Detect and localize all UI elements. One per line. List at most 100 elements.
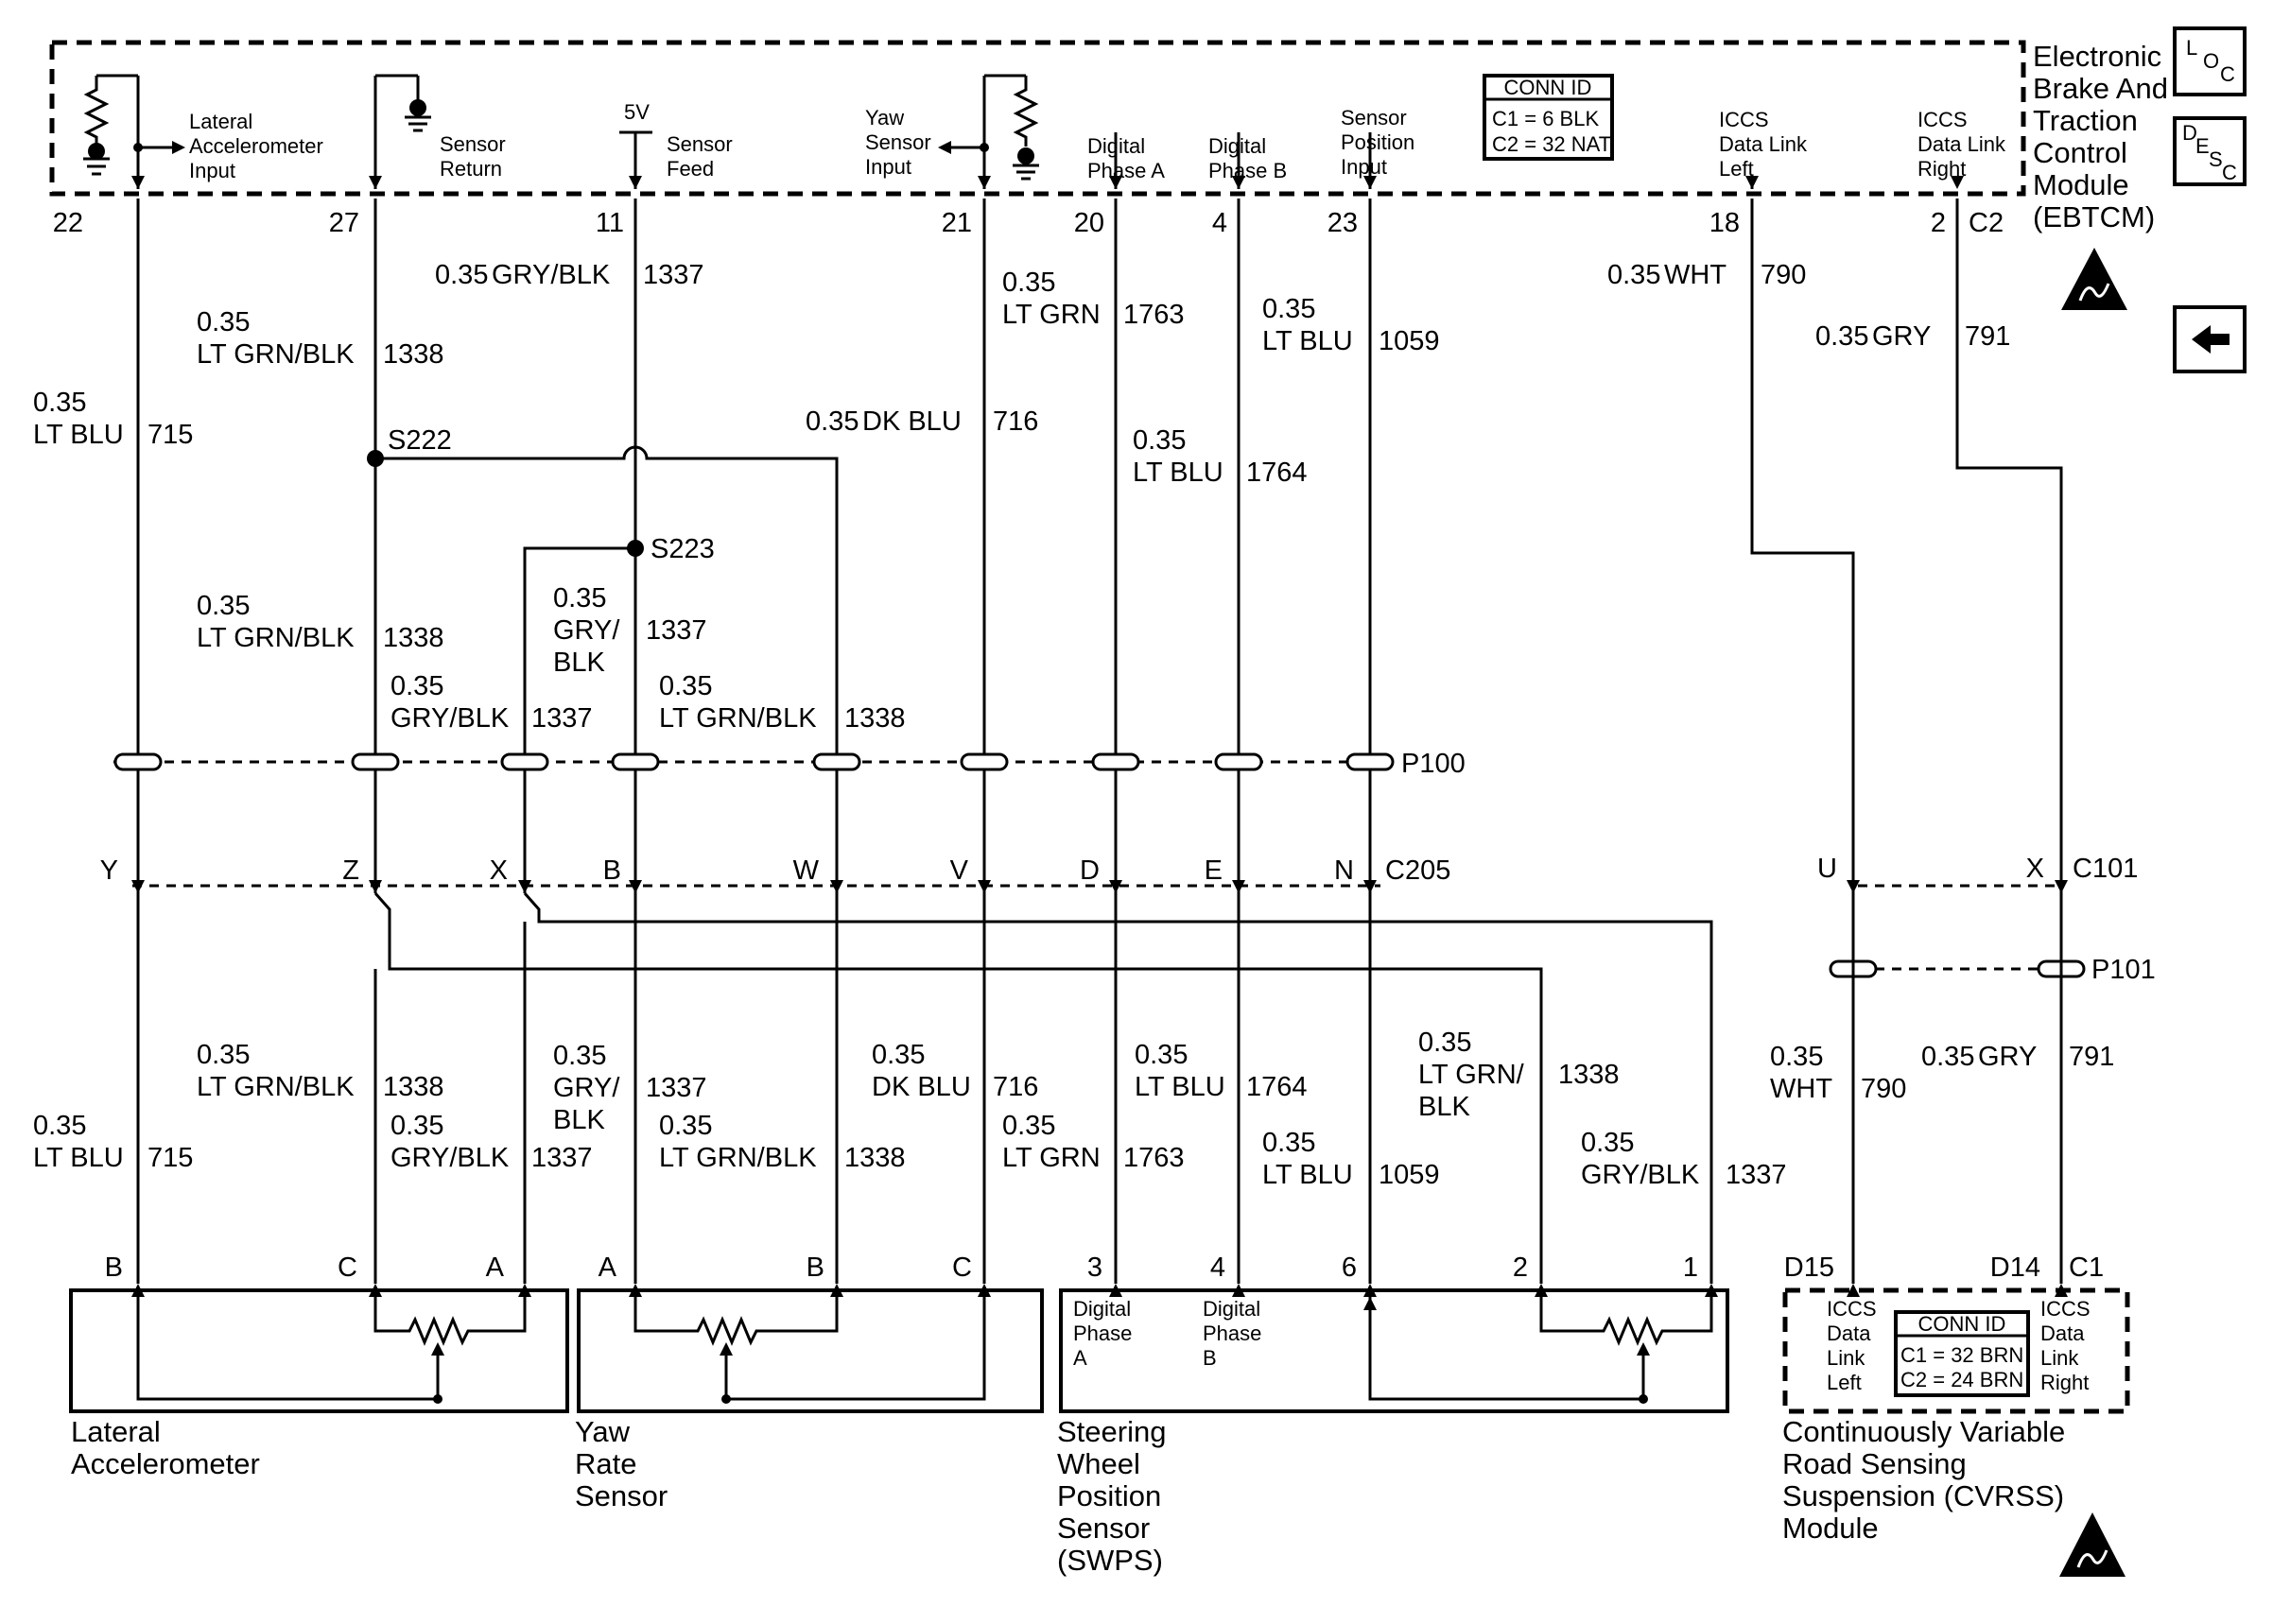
wire-gauge: 0.35 — [435, 260, 488, 290]
input-label: Phase B — [1208, 159, 1287, 182]
wire-gauge: 0.35 — [1921, 1042, 1974, 1072]
component-pin: 4 — [1210, 1253, 1225, 1283]
yaw-rate-sensor: A B C Yaw Rate Sensor — [575, 1253, 1044, 1512]
wire-circuit: 791 — [1965, 321, 2010, 352]
input-label: Sensor — [667, 132, 733, 156]
component-name: Sensor — [1057, 1512, 1150, 1545]
wire-gauge: 0.35 — [1418, 1028, 1471, 1058]
wire-color: GRY/BLK — [390, 1143, 510, 1173]
cvrss-inner-label: Right — [2040, 1371, 2089, 1394]
splice-label: S223 — [651, 534, 715, 564]
ebtcm-name-line: (EBTCM) — [2033, 200, 2155, 233]
component-pin: C — [338, 1253, 357, 1283]
wire-color: LT GRN/BLK — [659, 1143, 817, 1173]
component-pin: A — [599, 1253, 617, 1283]
component-pin: 3 — [1087, 1253, 1102, 1283]
input-label: Input — [1341, 155, 1387, 179]
wire-gauge: 0.35 — [1133, 425, 1186, 456]
cvrss-inner-label: Link — [1827, 1346, 1865, 1370]
input-label: Sensor — [1341, 106, 1407, 130]
desc-letter: D — [2182, 121, 2197, 145]
sensor-return-ground-symbol — [369, 74, 431, 189]
input-label: Input — [189, 159, 235, 182]
input-label: Return — [440, 157, 502, 181]
component-pin: C — [952, 1253, 972, 1283]
wire-circuit: 716 — [993, 1072, 1038, 1102]
wire-circuit: 1338 — [383, 1072, 444, 1102]
swps-inner-label: B — [1203, 1346, 1217, 1370]
wire-color: BLK — [1418, 1092, 1470, 1122]
component-name: Position — [1057, 1479, 1161, 1512]
wire-circuit: 715 — [147, 420, 193, 450]
wire-color: LT GRN/BLK — [197, 623, 355, 653]
wire-color: LT GRN/BLK — [197, 339, 355, 370]
wire-gauge: 0.35 — [806, 406, 859, 437]
component-pin: A — [486, 1253, 505, 1283]
back-arrow-button[interactable] — [2173, 305, 2247, 373]
pin-number: 23 — [1327, 208, 1358, 238]
wire-circuit: 1338 — [383, 339, 444, 370]
wire-color: LT BLU — [33, 420, 124, 450]
swps-inner-label: Digital — [1073, 1297, 1131, 1321]
ebtcm-input-labels: Lateral Accelerometer Input Sensor Retur… — [189, 100, 2006, 182]
splice-label: S222 — [388, 425, 452, 456]
conn-id-c2: C2 = 24 BRN — [1900, 1368, 2023, 1391]
wire-gauge: 0.35 — [553, 1041, 606, 1071]
component-pin: D14 — [1990, 1253, 2040, 1283]
connector-label: C101 — [2073, 854, 2138, 884]
wire-gauge: 0.35 — [659, 671, 712, 701]
component-name: Accelerometer — [71, 1447, 260, 1480]
pin-number: 2 — [1931, 208, 1946, 238]
component-pin: B — [807, 1253, 824, 1283]
component-pin: 2 — [1513, 1253, 1528, 1283]
wire-color: LT GRN — [1002, 300, 1101, 330]
swps-inner-label: Phase — [1203, 1322, 1261, 1345]
wire-circuit: 1059 — [1379, 1160, 1440, 1190]
desc-letter: S — [2209, 147, 2223, 171]
esd-warning-icon — [2061, 248, 2127, 310]
connector-pin: Z — [342, 855, 359, 886]
wire-gauge: 0.35 — [197, 1040, 250, 1070]
loc-button[interactable]: L O C — [2173, 26, 2247, 96]
wire-color: LT GRN/ — [1418, 1060, 1525, 1090]
component-name: Module — [1782, 1512, 1879, 1545]
ebtcm-boundary — [49, 40, 2026, 197]
wire-color: DK BLU — [872, 1072, 971, 1102]
pin-number: 18 — [1709, 208, 1740, 238]
cvrss-inner-label: Data — [1827, 1322, 1871, 1345]
conn-id-c1: C1 = 6 BLK — [1492, 107, 1599, 130]
input-label: Accelerometer — [189, 134, 323, 158]
component-pin: B — [105, 1253, 123, 1283]
cvrss-inner-label: Data — [2040, 1322, 2085, 1345]
component-pin: 6 — [1342, 1253, 1357, 1283]
cvrss-inner-label: Left — [1827, 1371, 1862, 1394]
conn-id-c2: C2 = 32 NAT — [1492, 132, 1611, 156]
c205-pin-labels: Y Z X B W V D E N C205 — [100, 855, 1451, 886]
wire-circuit: 790 — [1861, 1074, 1906, 1104]
swps-inner-label: Phase — [1073, 1322, 1132, 1345]
wire-circuit: 1337 — [643, 260, 704, 290]
wire-gauge: 0.35 — [1607, 260, 1660, 290]
desc-button[interactable]: D E S C — [2173, 116, 2247, 186]
wire-gauge: 0.35 — [1581, 1128, 1634, 1158]
loc-letter: L — [2186, 36, 2197, 60]
wire-color: WHT — [1664, 260, 1726, 290]
sensor-feed-symbol — [619, 130, 652, 189]
input-label: Input — [865, 155, 911, 179]
wire-color: LT GRN/BLK — [659, 703, 817, 734]
wire-circuit: 791 — [2069, 1042, 2114, 1072]
wire-gauge: 0.35 — [390, 671, 443, 701]
wire-gauge: 0.35 — [1262, 294, 1315, 324]
wire-circuit: 1338 — [844, 703, 906, 734]
connector-pin: D — [1080, 855, 1100, 886]
input-label: Sensor — [440, 132, 506, 156]
pin-number: 22 — [53, 208, 83, 238]
wire-gauge: 0.35 — [197, 307, 250, 337]
ebtcm-pin-numbers: 22 27 11 21 20 4 23 18 2 C2 — [53, 208, 2004, 238]
component-name: (SWPS) — [1057, 1544, 1163, 1577]
component-name: Continuously Variable — [1782, 1415, 2065, 1448]
wire-color: GRY/ — [553, 615, 620, 646]
wire-circuit: 1763 — [1123, 1143, 1185, 1173]
ebtcm-name: Electronic Brake And Traction Control Mo… — [2033, 40, 2168, 233]
component-name: Suspension (CVRSS) — [1782, 1479, 2064, 1512]
